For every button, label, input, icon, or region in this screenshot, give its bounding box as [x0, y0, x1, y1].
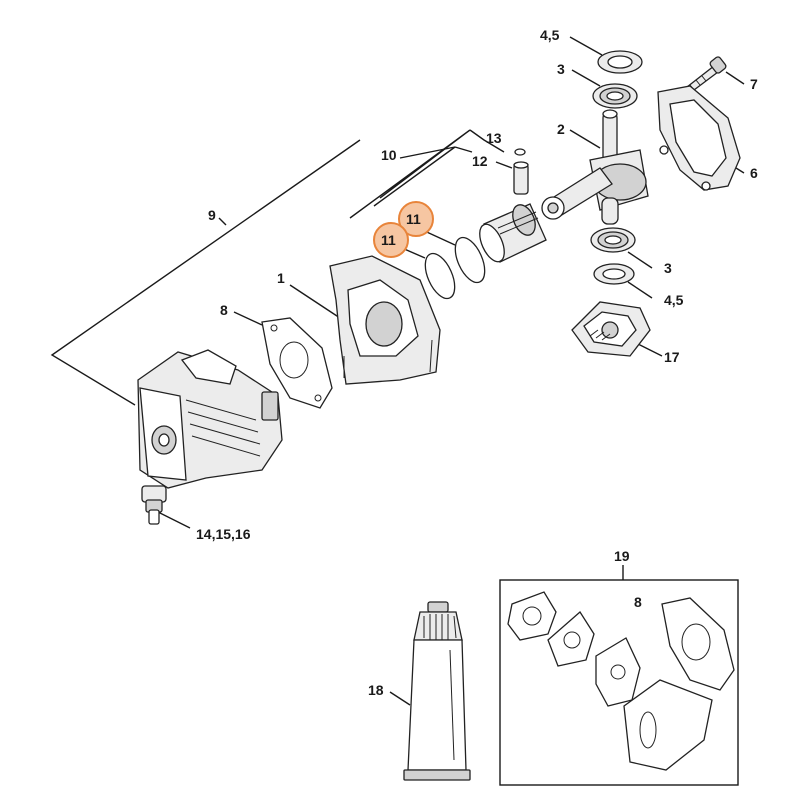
callout-18[interactable]: 18 [368, 682, 384, 698]
callout-4-5-bottom[interactable]: 4,5 [664, 292, 684, 308]
callout-3-bottom[interactable]: 3 [664, 260, 672, 276]
callout-8-kit[interactable]: 8 [634, 594, 642, 610]
callout-2[interactable]: 2 [557, 121, 565, 137]
highlight-marker-11-b [373, 222, 409, 258]
callout-19[interactable]: 19 [614, 548, 630, 564]
callout-10[interactable]: 10 [381, 147, 397, 163]
callout-13[interactable]: 13 [486, 130, 502, 146]
callout-labels: 4,5 3 7 2 13 10 12 6 9 11 11 3 1 4,5 8 1… [196, 27, 758, 698]
sealant-tube [403, 601, 471, 781]
gasket-kit [499, 579, 739, 786]
seal-ring-top [597, 50, 643, 74]
piston-ring-outer [454, 236, 486, 284]
callout-11-a[interactable]: 11 [406, 211, 421, 227]
callout-7[interactable]: 7 [750, 76, 758, 92]
callout-4-5-top[interactable]: 4,5 [540, 27, 560, 43]
callout-11-b[interactable]: 11 [381, 232, 396, 248]
callout-14-15-16[interactable]: 14,15,16 [196, 526, 251, 542]
highlight-markers [373, 201, 434, 258]
callout-3-top[interactable]: 3 [557, 61, 565, 77]
callout-6[interactable]: 6 [750, 165, 758, 181]
callout-9[interactable]: 9 [208, 207, 216, 223]
callout-12[interactable]: 12 [472, 153, 488, 169]
piston-pin [513, 161, 529, 195]
ball-bearing-bottom [590, 227, 636, 253]
callout-17[interactable]: 17 [664, 349, 680, 365]
cylinder [137, 349, 283, 489]
gasket [261, 317, 333, 409]
callout-8[interactable]: 8 [220, 302, 228, 318]
crankcase [329, 255, 441, 385]
ball-bearing-top [592, 83, 638, 109]
callout-1[interactable]: 1 [277, 270, 285, 286]
highlight-marker-11-a [398, 201, 434, 237]
seal-ring-bottom [593, 263, 635, 285]
crankshaft [541, 109, 649, 225]
crankcase-half [657, 85, 741, 191]
clutch-assembly [571, 301, 651, 357]
piston-ring-inner [424, 252, 456, 300]
circlip [514, 148, 526, 156]
decompression-valve [141, 485, 167, 525]
piston [479, 203, 547, 263]
